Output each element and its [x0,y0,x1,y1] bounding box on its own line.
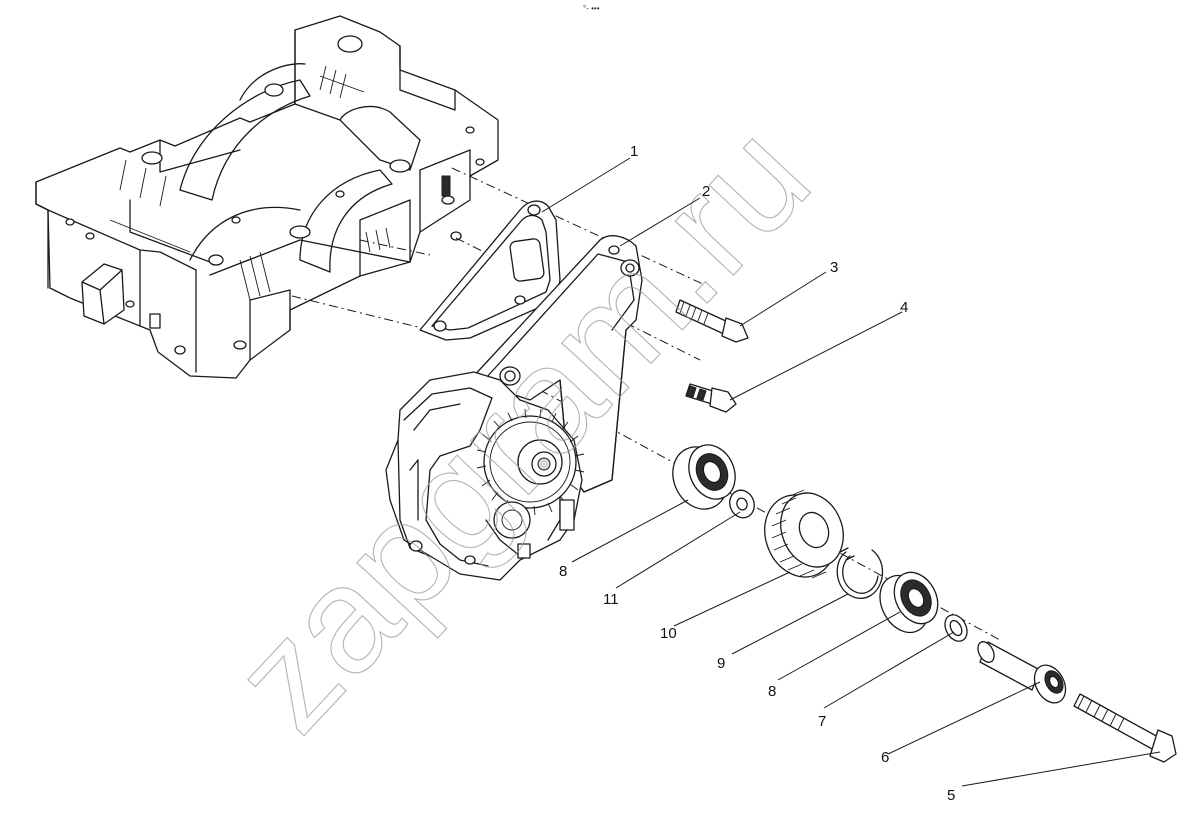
callout-10: 10 [660,625,677,642]
callout-11: 11 [603,591,619,608]
leader-lines [541,157,1161,787]
callout-5: 5 [947,787,955,804]
bearing-part-8-lower [879,571,939,634]
callout-4: 4 [900,299,908,316]
bolt-part-3 [675,299,749,343]
circlip-part-9 [836,547,884,599]
engine-block [35,15,499,379]
ring-part-7 [944,614,968,642]
shaft-part-6 [977,641,1067,704]
callout-6: 6 [881,749,889,766]
callout-8-lower: 8 [768,683,776,700]
callout-labels: 1 2 3 4 5 6 7 8 8 9 10 11 [559,143,955,804]
callout-1: 1 [630,143,638,160]
callout-9: 9 [717,655,725,672]
callout-3: 3 [830,259,838,276]
bolt-part-4 [685,383,737,413]
oil-pump-housing [385,235,643,581]
bolt-part-5 [1073,693,1177,763]
callout-8-upper: 8 [559,563,567,580]
callout-7: 7 [818,713,826,730]
header-mark: °- ••• [583,4,600,13]
washer-part-11 [729,489,755,519]
gasket-part-1 [419,200,561,341]
gear-part-10 [764,489,844,579]
bearing-part-8-upper [672,444,736,510]
callout-2: 2 [702,183,710,200]
